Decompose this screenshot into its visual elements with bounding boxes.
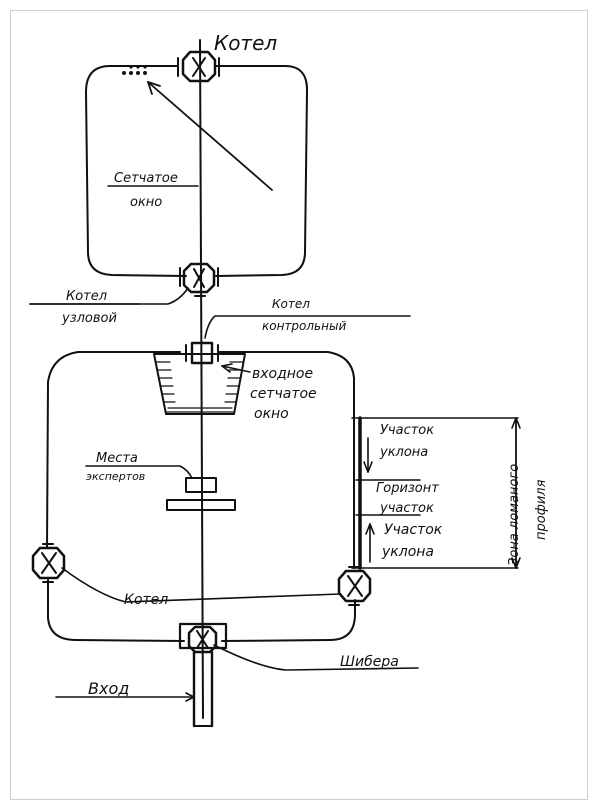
label-setchatoe-line1: Сетчатое [114,171,178,186]
label-setchatoe-line2: окно [130,195,162,210]
label-kotel-top: Котел [214,31,277,55]
label-expert-places-line1: Места [96,451,138,466]
expert-place-upper [185,477,217,493]
top-loop-right [214,65,309,277]
label-slope-section-top-line2: уклона [379,445,428,460]
lower-loop-left-bottom [47,579,185,642]
label-horizontal-section-line1: Горизонт [376,481,439,496]
label-node-boiler-line1: Котел [66,289,107,304]
page-frame [10,10,588,800]
lower-loop-right-bottom [221,599,356,642]
label-inlet-window-line1: входное [252,366,313,382]
top-boiler-icon [181,50,217,83]
left-boiler-icon [31,546,66,580]
label-expert-places-line2: экспертов [86,470,145,483]
expert-place-lower [166,499,236,511]
label-node-boiler-line2: узловой [61,311,117,326]
label-gate-valves: Шибера [340,654,399,670]
right-boiler-icon [337,569,372,603]
label-horizontal-section-line2: участок [379,501,434,516]
label-control-boiler-line2: контрольный [262,319,346,333]
inlet-mesh-window [153,353,246,415]
label-slope-section-bottom-line2: уклона [381,544,434,560]
node-boiler-icon [182,262,216,294]
label-slope-section-bottom-line1: Участок [384,522,443,538]
label-broken-profile-zone-line2: профиля [534,479,549,540]
gate-valve-box [178,622,228,650]
label-inlet: Вход [88,679,129,698]
lower-loop-left-top [46,351,181,549]
mesh-window-arrow [147,81,273,191]
lower-loop-right-top [217,351,355,569]
label-control-boiler-line1: Котел [272,297,310,311]
inlet-window-hatching [156,361,243,413]
label-broken-profile-zone-line1: Зона ломаного [507,464,522,566]
bottom-boiler-icon [187,625,218,654]
label-kotel-bottom: Котел [124,592,168,608]
label-inlet-window-line2: сетчатое [250,386,317,402]
central-axis-line [199,39,204,719]
top-loop-left [85,65,187,277]
label-inlet-window-line3: окно [254,406,289,422]
mesh-window-dots [122,65,147,75]
label-slope-section-top-line1: Участок [380,423,434,438]
